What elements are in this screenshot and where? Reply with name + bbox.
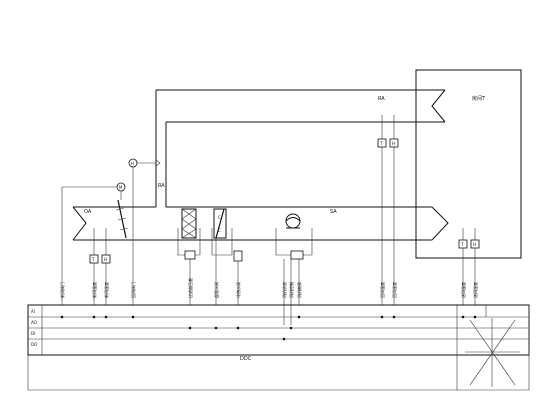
svg-text:送风温度: 送风温度 bbox=[460, 282, 466, 298]
svg-text:H: H bbox=[473, 242, 476, 247]
ahu-duct: OA SA bbox=[72, 206, 449, 241]
outdoor-air-label: OA bbox=[84, 209, 92, 215]
row-di: DI bbox=[31, 331, 35, 336]
svg-text:回风湿度: 回风湿度 bbox=[391, 282, 397, 298]
svg-text:风机状态: 风机状态 bbox=[281, 282, 287, 298]
return-air-sensors: T H bbox=[377, 115, 399, 305]
row-do: DO bbox=[31, 342, 37, 347]
humidity-sensor-small-label: H bbox=[131, 161, 134, 166]
terminal-pattern bbox=[465, 318, 520, 387]
point-labels: 新风阀门 新风温度 新风湿度 回风阀门 过滤器压差 盘管水阀 冷热水阀 风机状态… bbox=[59, 278, 478, 298]
svg-text:送风湿度: 送风湿度 bbox=[472, 282, 478, 298]
row-ao: AO bbox=[31, 320, 37, 325]
ddc-cabinet: AI AO DI DO DDC bbox=[27, 304, 530, 391]
svg-text:T: T bbox=[91, 257, 95, 262]
svg-text:C: C bbox=[218, 228, 221, 233]
svg-text:新风阀门: 新风阀门 bbox=[59, 282, 65, 298]
filter-dp-switch-icon bbox=[184, 250, 196, 260]
ddc-label: DDC bbox=[240, 356, 252, 362]
svg-text:过滤器压差: 过滤器压差 bbox=[187, 278, 193, 298]
supply-air-label: SA bbox=[330, 209, 337, 215]
svg-text:盘管水阀: 盘管水阀 bbox=[213, 282, 219, 298]
damper-motor-label: M bbox=[119, 185, 123, 190]
return-air-branch-label: RA bbox=[158, 183, 165, 189]
svg-text:H: H bbox=[104, 257, 107, 262]
room-box bbox=[415, 69, 522, 259]
return-air-label: RA bbox=[378, 96, 385, 102]
coil-valve-icon bbox=[233, 250, 243, 262]
outdoor-sensors: T H bbox=[89, 228, 111, 305]
filter bbox=[181, 208, 197, 239]
svg-text:T: T bbox=[460, 242, 464, 247]
svg-text:冷热水阀: 冷热水阀 bbox=[235, 282, 241, 298]
connection-dots bbox=[60, 315, 477, 341]
room-label: 房间T bbox=[472, 95, 486, 102]
svg-text:风机故障: 风机故障 bbox=[296, 282, 302, 298]
svg-text:回风温度: 回风温度 bbox=[379, 282, 385, 298]
return-air-duct: RA RA bbox=[155, 89, 446, 207]
outdoor-air-damper bbox=[115, 199, 129, 239]
supply-air-sensors: T H bbox=[458, 228, 480, 305]
svg-text:H: H bbox=[392, 141, 395, 146]
svg-text:新风湿度: 新风湿度 bbox=[103, 282, 109, 298]
supply-fan-icon bbox=[285, 213, 301, 229]
row-ai: AI bbox=[31, 309, 35, 314]
svg-text:新风温度: 新风温度 bbox=[91, 282, 97, 298]
fan-status-icon bbox=[290, 250, 304, 260]
svg-text:T: T bbox=[379, 141, 383, 146]
svg-text:回风阀门: 回风阀门 bbox=[130, 282, 136, 298]
coil: C C bbox=[213, 208, 227, 239]
svg-text:C: C bbox=[218, 215, 221, 220]
svg-text:风机控制: 风机控制 bbox=[288, 282, 294, 298]
